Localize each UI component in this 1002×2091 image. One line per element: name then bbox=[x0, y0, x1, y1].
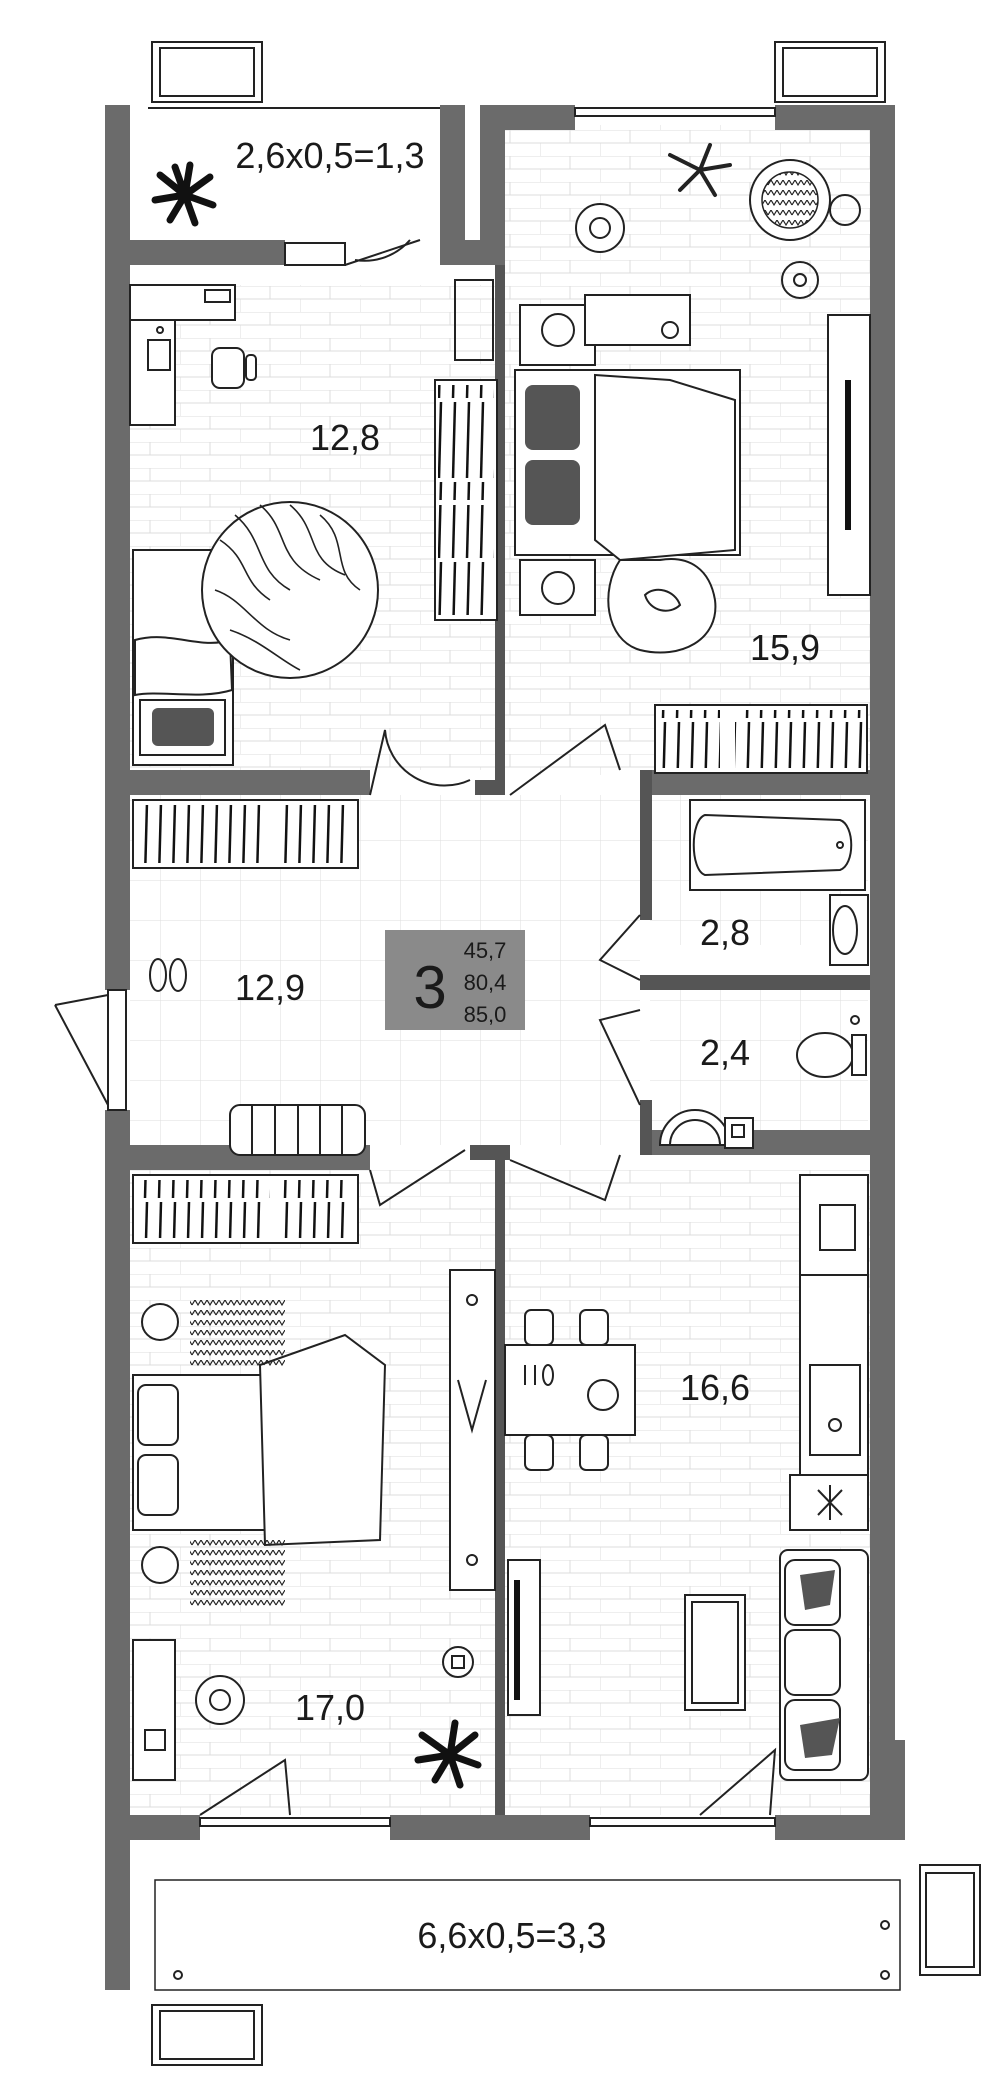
plant-icon bbox=[195, 1675, 245, 1725]
balcony-bottom bbox=[151, 1864, 981, 2066]
plant-icon bbox=[414, 1719, 482, 1789]
rug-icon bbox=[607, 558, 717, 654]
bench bbox=[584, 294, 691, 346]
ottoman-icon bbox=[229, 1104, 366, 1156]
chair-icon bbox=[211, 347, 257, 389]
label-balcony-top: 2,6x0,5=1,3 bbox=[235, 135, 424, 176]
desk bbox=[129, 284, 236, 426]
toilet-icon bbox=[796, 1015, 867, 1078]
shoes-icon bbox=[149, 958, 187, 992]
total-area-with-balcony: 85,0 bbox=[464, 1002, 507, 1027]
sofa-icon bbox=[779, 1549, 869, 1781]
windows bbox=[107, 107, 776, 1827]
rug-icon bbox=[201, 501, 379, 679]
lamp-icon bbox=[442, 1646, 474, 1678]
kitchen-counter bbox=[789, 1274, 869, 1531]
living-area: 45,7 bbox=[464, 938, 507, 963]
doors bbox=[54, 239, 777, 1816]
wardrobe-icon bbox=[132, 1174, 359, 1244]
plant-icon bbox=[575, 203, 625, 253]
label-bedroom-bottom: 17,0 bbox=[295, 1687, 365, 1728]
wardrobe-icon bbox=[434, 279, 498, 621]
tv-icon bbox=[507, 1559, 541, 1716]
label-balcony-bottom: 6,6x0,5=3,3 bbox=[417, 1915, 606, 1956]
balcony-top bbox=[148, 41, 886, 109]
total-area: 80,4 bbox=[464, 970, 507, 995]
plant-icon bbox=[668, 143, 732, 197]
label-bedroom-left: 12,8 bbox=[310, 417, 380, 458]
stove-icon bbox=[799, 1174, 869, 1276]
label-toilet: 2,4 bbox=[700, 1032, 750, 1073]
sink-icon bbox=[658, 1109, 754, 1149]
table-icon bbox=[504, 1309, 636, 1471]
room-labels: 2,6x0,5=1,3 12,8 15,9 12,9 2,8 2,4 17,0 … bbox=[235, 135, 820, 1956]
wardrobe-icon bbox=[132, 799, 359, 869]
plant-icon bbox=[151, 161, 217, 227]
wardrobe-icon bbox=[654, 704, 868, 774]
bed-icon bbox=[514, 304, 741, 616]
walls bbox=[105, 105, 905, 1990]
coffee-table-icon bbox=[684, 1594, 746, 1711]
label-hall: 12,9 bbox=[235, 967, 305, 1008]
desk bbox=[132, 1639, 176, 1781]
bed-icon bbox=[132, 1300, 387, 1610]
sink-icon bbox=[829, 894, 869, 966]
label-bathroom: 2,8 bbox=[700, 912, 750, 953]
bathtub-icon bbox=[689, 799, 866, 891]
room-count: 3 bbox=[413, 954, 446, 1021]
tv-icon bbox=[827, 314, 871, 596]
apartment-badge: 3 45,7 80,4 85,0 bbox=[385, 930, 525, 1030]
dresser bbox=[449, 1269, 496, 1591]
label-kitchen-living: 16,6 bbox=[680, 1367, 750, 1408]
armchair-icon bbox=[749, 159, 861, 299]
label-bedroom-right: 15,9 bbox=[750, 627, 820, 668]
